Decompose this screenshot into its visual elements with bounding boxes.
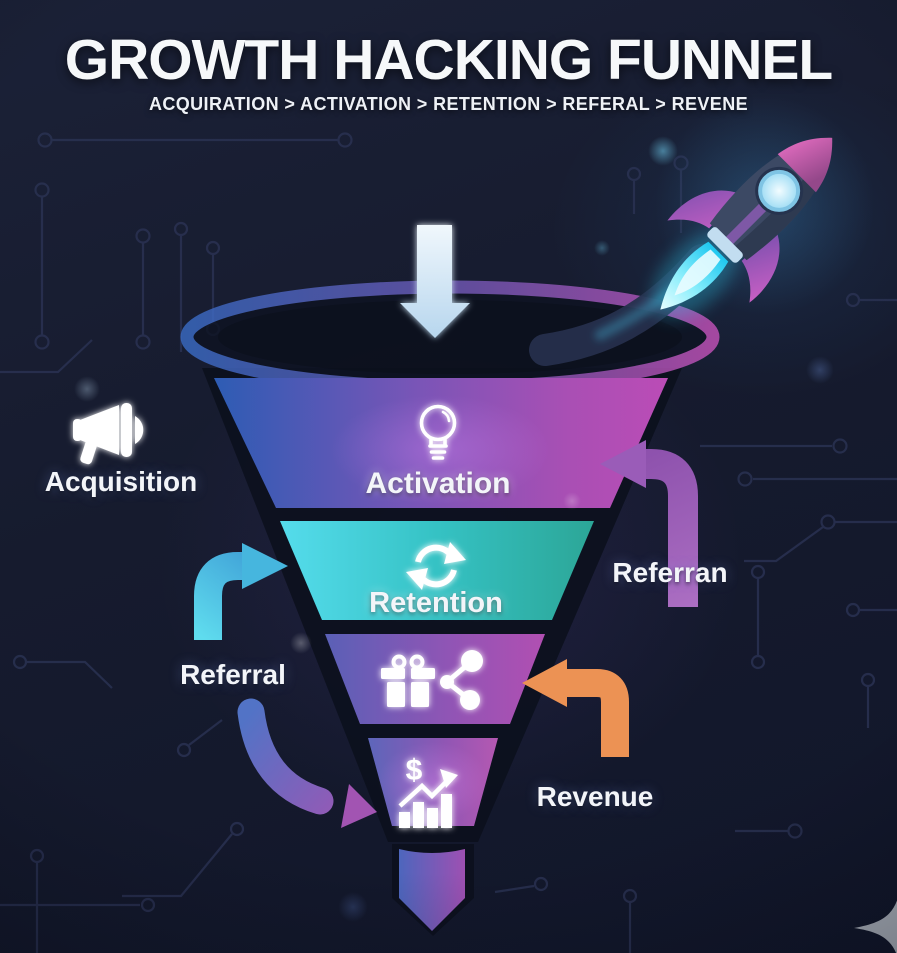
page-title: GROWTH HACKING FUNNEL <box>64 28 833 92</box>
dollar-sign: $ <box>406 754 423 787</box>
refresh-cycle-icon <box>406 542 466 590</box>
lightbulb-icon <box>419 404 457 460</box>
referral-arrow <box>194 543 288 640</box>
dollar-growth-icon: $ <box>398 754 458 828</box>
rocket-icon <box>651 95 875 319</box>
sparkle-decoration <box>854 900 897 953</box>
page-subtitle: ACQUIRATION > ACTIVATION > RETENTION > R… <box>148 94 749 114</box>
circuit-pattern <box>0 132 897 953</box>
funnel-stage-referral <box>325 634 545 724</box>
label-revenue: Revenue <box>536 781 654 812</box>
stage-label-activation: Activation <box>365 467 511 500</box>
referran-arrow <box>600 440 698 607</box>
referral-flow-arrow <box>237 698 377 828</box>
revenue-arrow <box>522 659 629 757</box>
funnel-rim <box>180 280 720 394</box>
down-arrow-icon <box>400 225 470 338</box>
gift-share-icon <box>381 650 483 710</box>
funnel-stages <box>214 378 668 931</box>
funnel-stage-retention <box>280 521 594 620</box>
label-referral: Referral <box>180 659 286 690</box>
gift-icon <box>381 654 435 707</box>
megaphone-icon <box>73 403 144 465</box>
label-referran: Referran <box>612 557 728 588</box>
label-acquisition: Acquisition <box>44 466 198 497</box>
share-icon <box>440 650 483 710</box>
funnel-stage-activation <box>214 378 668 508</box>
funnel-tip <box>399 849 465 931</box>
stage-label-retention: Retention <box>369 587 503 619</box>
